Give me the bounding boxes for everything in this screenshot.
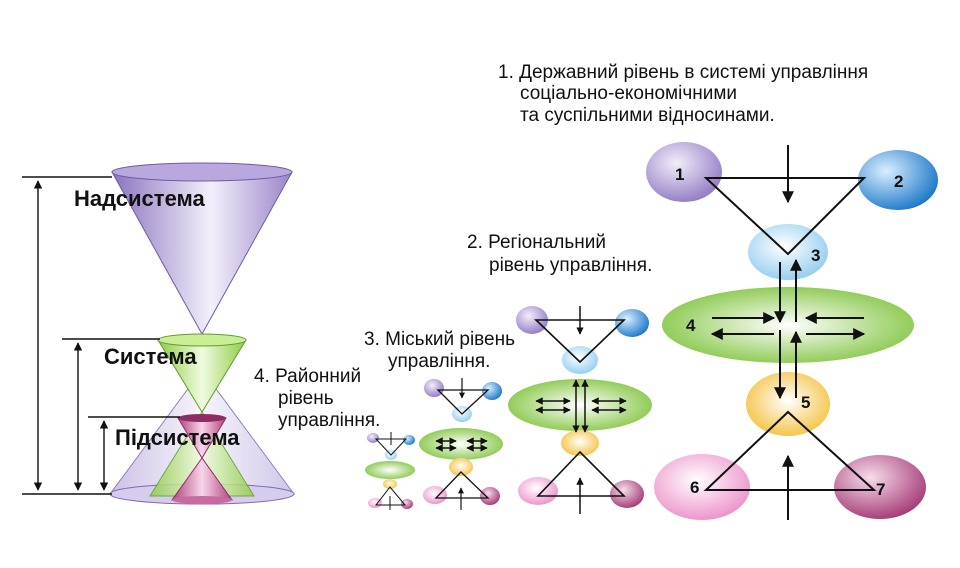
node-5-ellipse (746, 372, 830, 436)
level-captions: 1. Державний рівень в системі управління… (254, 62, 868, 431)
top-triangle (703, 177, 867, 256)
city-node-1 (424, 379, 444, 397)
supersystem-ellipse (111, 162, 293, 182)
regional-node-4 (508, 379, 652, 431)
node-2-label: 2 (894, 172, 903, 191)
system-ellipse (157, 333, 247, 347)
node-7-ellipse (834, 455, 926, 519)
city-node-7 (480, 487, 500, 505)
district-node-5 (383, 479, 397, 489)
city-bottom-triangle (434, 471, 490, 499)
city-node-2 (482, 382, 502, 400)
subsystem-base (172, 496, 232, 504)
regional-node-7 (610, 480, 644, 508)
district-level-line-2: рівень (278, 388, 334, 409)
district-node-2 (403, 435, 415, 445)
node-6-label: 6 (690, 478, 699, 497)
hierarchy-cones: Надсистема Система Підсистема (22, 162, 295, 505)
subsystem-ellipse (178, 414, 226, 422)
node-3-ellipse (748, 224, 828, 280)
city-level-line-1: 3. Міський рівень (364, 329, 515, 350)
regional-node-2 (615, 309, 649, 337)
regional-schema (508, 306, 652, 514)
node-5-label: 5 (801, 393, 810, 412)
city-schema (419, 378, 503, 510)
district-level-line-3: управління. (278, 410, 380, 431)
district-level-line-1: 4. Районний (254, 366, 361, 387)
node-6-ellipse (654, 454, 750, 520)
district-schema (365, 432, 415, 510)
supersystem-label: Надсистема (74, 186, 205, 211)
bottom-triangle (703, 410, 877, 491)
city-node-5 (449, 458, 473, 476)
node-4-ellipse (662, 287, 914, 363)
node-4-label: 4 (686, 316, 696, 335)
node-7-label: 7 (876, 480, 885, 499)
node-1-ellipse (646, 142, 722, 202)
node-3-label: 3 (811, 246, 820, 265)
regional-node-1 (516, 306, 548, 334)
city-node-4 (419, 428, 503, 460)
regional-level-line-2: рівень управління. (489, 255, 652, 276)
regional-node-6 (518, 477, 558, 505)
regional-node-5 (561, 430, 599, 456)
city-level-line-2: управління. (388, 351, 490, 372)
city-node-6 (423, 486, 447, 504)
regional-bottom-triangle (536, 450, 626, 497)
district-node-4 (365, 461, 415, 479)
state-level-line-2: соціально-економічними (520, 83, 737, 104)
regional-level-line-1: 2. Регіональний (467, 232, 606, 253)
state-level-line-3: та суспільними відносинами. (520, 105, 775, 126)
district-node-1 (367, 433, 379, 443)
node-1-label: 1 (675, 165, 684, 184)
state-schema: 1 2 3 4 5 6 7 (646, 142, 938, 520)
district-node-7 (401, 499, 413, 509)
system-label: Система (104, 344, 197, 369)
subsystem-label: Підсистема (115, 425, 240, 450)
city-top-triangle (436, 389, 490, 415)
node-2-ellipse (858, 150, 938, 210)
state-level-line-1: 1. Державний рівень в системі управління (498, 62, 868, 83)
